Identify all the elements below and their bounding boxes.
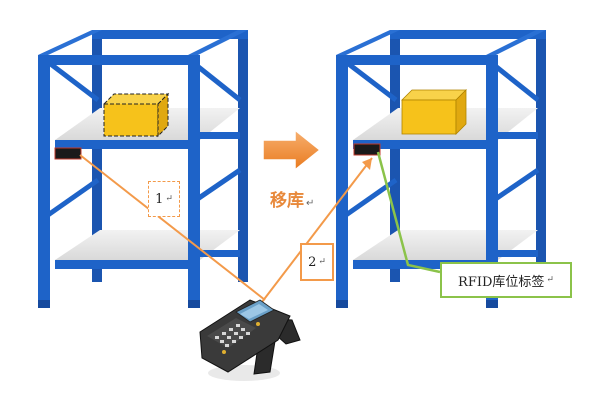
move-label-text: 移库 [270, 191, 304, 211]
rfid-location-tag-callout: RFID库位标签↵ [440, 262, 572, 298]
move-location-label: 移库↵ [270, 186, 314, 211]
scan-line-2 [261, 157, 373, 303]
return-mark: ↵ [318, 257, 326, 267]
right-arrow-icon [262, 128, 322, 172]
rfid-tag-icon [353, 143, 381, 156]
return-mark: ↵ [546, 275, 554, 285]
step-1-label: 1 [155, 191, 164, 207]
rfid-tag-icon [54, 147, 82, 160]
handheld-rfid-scanner-icon [199, 299, 301, 381]
step-1-box: 1↵ [148, 181, 180, 217]
return-mark: ↵ [306, 198, 315, 209]
step-2-label: 2 [308, 254, 317, 270]
return-mark: ↵ [165, 194, 173, 204]
scan-arrowhead [362, 158, 372, 170]
cargo-box-icon [401, 89, 467, 135]
rfid-label-text: RFID库位标签 [458, 274, 545, 290]
left-rack [38, 30, 248, 308]
cargo-box-icon [102, 92, 170, 138]
right-rack [336, 30, 546, 308]
scan-line-1 [79, 154, 266, 301]
step-2-box: 2↵ [300, 243, 334, 281]
rfid-leader-line [376, 151, 441, 274]
